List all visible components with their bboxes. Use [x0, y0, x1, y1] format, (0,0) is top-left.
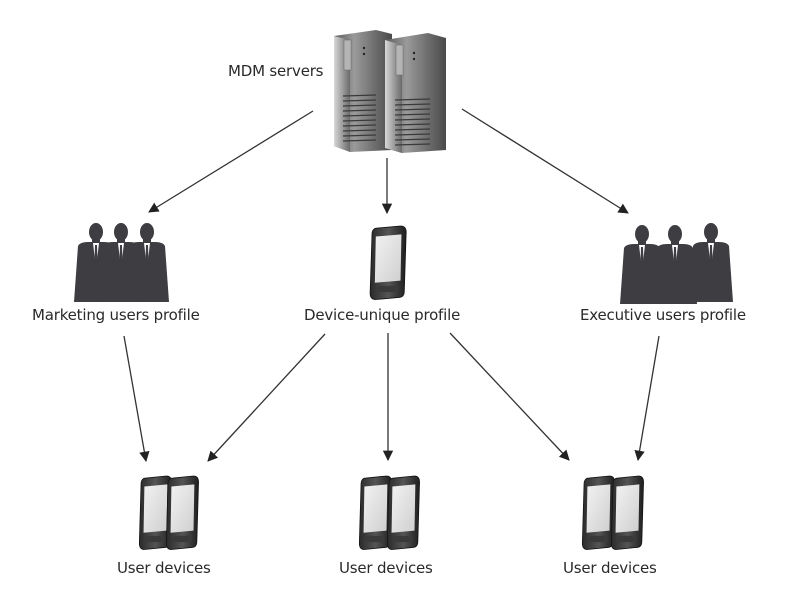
edge-servers-to-marketing — [148, 110, 314, 213]
smartphones-pair-icon — [138, 475, 200, 551]
node-label-executive-users-profile: Executive users profile — [580, 306, 746, 324]
server-tower-icon — [334, 30, 446, 153]
edge-servers-to-executive — [461, 108, 629, 214]
smartphones-pair-icon — [358, 475, 421, 551]
node-label-mdm-servers: MDM servers — [228, 62, 324, 80]
business-people-group-icon — [620, 223, 733, 304]
node-label-device-unique-profile: Device-unique profile — [304, 306, 461, 324]
edge-device-unique-to-devices-right — [449, 332, 570, 461]
smartphone-icon — [369, 225, 407, 301]
node-label-user-devices-right: User devices — [563, 559, 657, 577]
edges — [123, 108, 660, 463]
smartphones-pair-icon — [581, 475, 645, 551]
node-label-user-devices-center: User devices — [339, 559, 433, 577]
business-people-group-icon — [74, 223, 169, 302]
edge-executive-to-devices-right — [634, 335, 660, 462]
edge-device-unique-to-devices-left — [207, 333, 326, 462]
node-label-marketing-users-profile: Marketing users profile — [32, 306, 200, 324]
edge-marketing-to-devices-left — [123, 335, 150, 463]
node-label-user-devices-left: User devices — [117, 559, 211, 577]
